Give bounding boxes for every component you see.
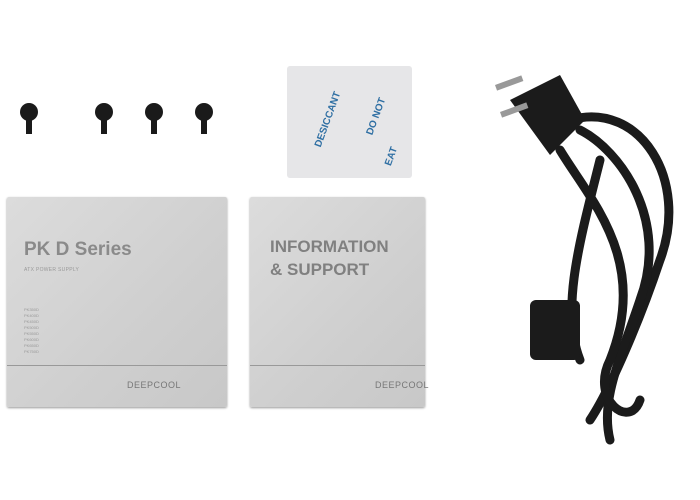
divider [7,365,227,366]
brand-logo: DEEPCOOL [375,380,430,390]
plug-icon [510,75,585,155]
brand-logo: DEEPCOOL [127,380,182,390]
power-cable [494,75,674,445]
do-not-label: DO NOT [364,96,389,137]
manual-title-line2: & SUPPORT [270,260,370,279]
divider [250,365,425,366]
manual-information-support: INFORMATION & SUPPORT DEEPCOOL [250,197,429,407]
desiccant-label: DESICCANT [313,90,344,149]
manual-subtitle: ATX POWER SUPPLY [24,267,80,273]
manual-title: PK D Series [24,239,132,260]
connector-icon [530,300,580,360]
eat-label: EAT [383,145,401,168]
screw-icons [20,103,213,134]
desiccant-packet: DESICCANT DO NOT EAT [287,66,412,178]
manual-title-line1: INFORMATION [270,237,389,256]
